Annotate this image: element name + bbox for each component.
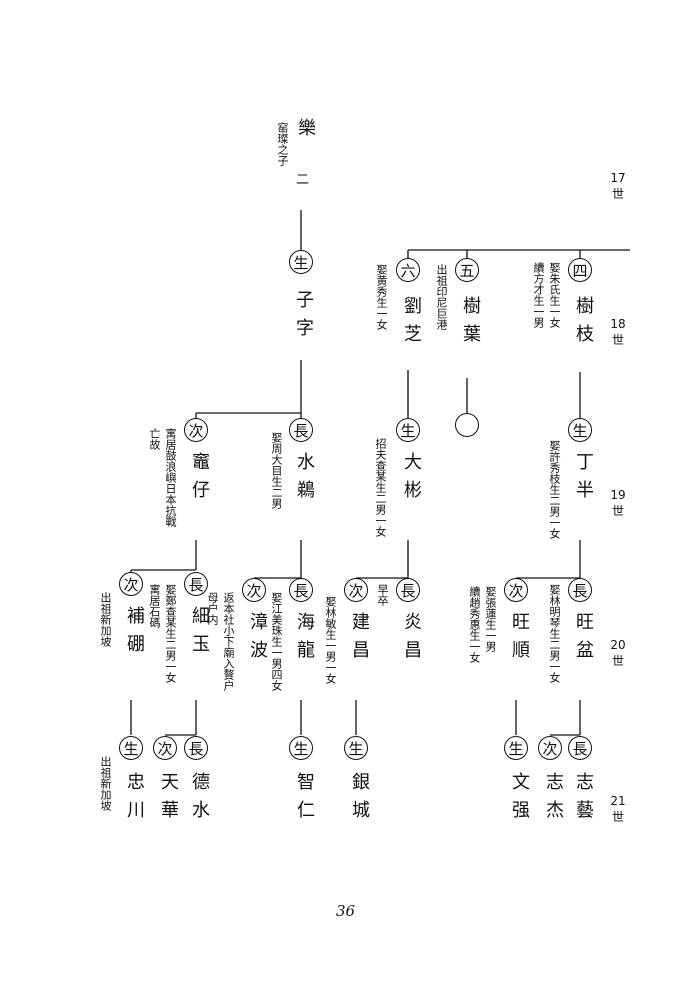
person-name-deshui: 德水	[189, 772, 210, 828]
badge-xiyu: 長	[184, 572, 208, 596]
badge-shuiji: 長	[289, 418, 313, 442]
person-name-yincheng: 銀城	[349, 772, 370, 828]
badge-wenqiang: 生	[504, 736, 528, 760]
ancestor-note: 窑璨之子	[276, 122, 289, 166]
note2-wangshun: 續趙秀惠生一女	[468, 586, 481, 663]
badge-zhijie: 次	[538, 736, 562, 760]
note2-shuzhi: 續方才生一男	[532, 262, 545, 328]
note-shuye: 出祖印尼巨港	[435, 264, 448, 330]
badge-shuzhi: 四	[568, 258, 592, 282]
badge-tianhua: 次	[153, 736, 177, 760]
note-shuiji: 娶周大目生二男	[270, 432, 283, 509]
ancestor-rank: 二	[293, 172, 308, 185]
person-name-zhiyi: 志藝	[573, 772, 594, 828]
badge-zhiyi: 長	[568, 736, 592, 760]
note-jianchang: 娶林敏生一男一女	[324, 596, 337, 684]
person-name-shuzhi: 樹枝	[573, 296, 594, 352]
person-name-zhiren: 智仁	[294, 772, 315, 828]
ancestor-name: 樂	[295, 118, 316, 146]
badge-hailong: 長	[289, 578, 313, 602]
note-zhangbo: 返本社小下廟入贅户	[222, 592, 235, 691]
note2-zhangbo: 母户内	[206, 592, 219, 625]
note2-xiyu: 寓居石碼	[148, 584, 161, 628]
badge-zhangbo: 次	[242, 578, 266, 602]
badge-yanchang: 長	[396, 578, 420, 602]
note-wangshun: 娶張蓮生一男	[484, 586, 497, 652]
person-name-wangshun: 旺順	[509, 612, 530, 668]
person-name-wenqiang: 文强	[509, 772, 530, 828]
note-wangpen: 娶林明琴生二男一女	[548, 584, 561, 683]
badge-dabin: 生	[396, 418, 420, 442]
note-yanchang: 早卒	[376, 584, 389, 606]
badge-yincheng: 生	[344, 736, 368, 760]
empty-circle	[455, 413, 479, 437]
person-name-xiyu: 細玉	[189, 606, 210, 662]
person-name-shuiji: 水鵜	[294, 452, 315, 508]
note-dabin: 招夫查某生二男一女	[374, 438, 387, 537]
person-name-liuzhi: 劉芝	[401, 296, 422, 352]
page-number: 36	[336, 902, 356, 920]
badge-shuye: 五	[455, 258, 479, 282]
badge-dingban: 生	[568, 418, 592, 442]
person-name-dabin: 大彬	[401, 452, 422, 508]
note-liuzhi: 娶黄秀生一女	[375, 264, 388, 330]
badge-bupeng: 次	[119, 572, 143, 596]
person-name-tianhua: 天華	[158, 772, 179, 828]
person-name-jianchang: 建昌	[349, 612, 370, 668]
person-name-yanchang: 炎昌	[401, 612, 422, 668]
note-dingban: 娶許秀枝生二男一女	[548, 440, 561, 539]
person-name-zhongchuan: 忠川	[124, 772, 145, 828]
note2-guizai: 亡故	[148, 428, 161, 450]
badge-liuzhi: 六	[396, 258, 420, 282]
person-name-zizi: 子字	[293, 290, 314, 346]
badge-wangshun: 次	[504, 578, 528, 602]
badge-zizi: 生	[289, 250, 313, 274]
note-xiyu: 娶鄭查某生二男一女	[164, 584, 177, 683]
badge-deshui: 長	[184, 736, 208, 760]
person-name-wangpen: 旺盆	[573, 612, 594, 668]
note-guizai: 寓居鼓浪嶼日本抗戰	[164, 428, 177, 527]
note-zhongchuan: 出祖新加坡	[99, 756, 112, 811]
person-name-zhijie: 志杰	[543, 772, 564, 828]
badge-zhiren: 生	[289, 736, 313, 760]
person-name-zhangbo: 漳波	[247, 612, 268, 668]
badge-wangpen: 長	[568, 578, 592, 602]
badge-guizai: 次	[184, 418, 208, 442]
person-name-hailong: 海龍	[294, 612, 315, 668]
note-shuzhi: 娶朱氏生一女	[548, 262, 561, 328]
person-name-dingban: 丁半	[573, 452, 594, 508]
note-hailong: 娶江美珠生一男四女	[270, 592, 283, 691]
person-name-bupeng: 補硼	[124, 606, 145, 662]
badge-jianchang: 次	[344, 578, 368, 602]
badge-zhongchuan: 生	[119, 736, 143, 760]
note-bupeng: 出祖新加坡	[99, 592, 112, 647]
person-name-guizai: 竈仔	[189, 452, 210, 508]
person-name-shuye: 樹葉	[460, 296, 481, 352]
